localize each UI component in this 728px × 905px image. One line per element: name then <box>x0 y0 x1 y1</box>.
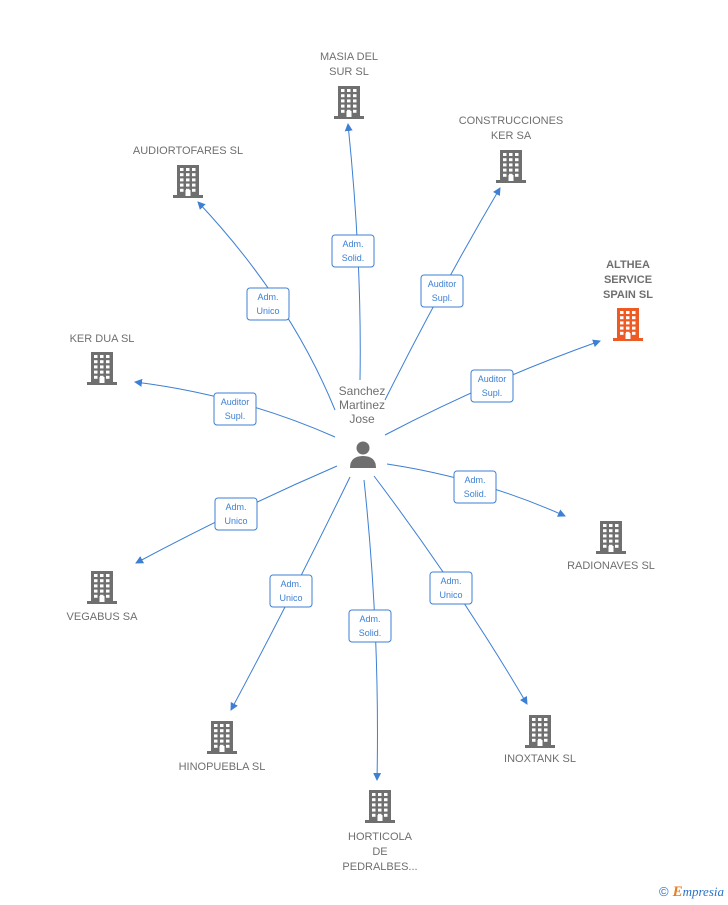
role-text: Supl. <box>225 411 246 421</box>
edges-layer: Adm.Solid.AuditorSupl.Adm.UnicoAuditorSu… <box>134 123 601 781</box>
company-name-line: PEDRALBES... <box>342 861 417 873</box>
role-text: Adm. <box>225 502 246 512</box>
role-text: Auditor <box>428 279 457 289</box>
company-label-radionaves[interactable]: RADIONAVES SL <box>567 560 655 572</box>
role-text: Adm. <box>280 579 301 589</box>
building-icon[interactable] <box>87 571 117 604</box>
role-text: Adm. <box>342 239 363 249</box>
building-icon[interactable] <box>365 790 395 823</box>
empresia-logo: ©Empresia <box>659 884 724 901</box>
building-icon[interactable] <box>525 715 555 748</box>
role-text: Unico <box>256 306 279 316</box>
role-text: Solid. <box>342 253 365 263</box>
role-text: Unico <box>224 516 247 526</box>
building-icon[interactable] <box>596 521 626 554</box>
copyright-symbol: © <box>658 884 669 899</box>
role-label-hinopuebla[interactable]: Adm. Unico <box>269 574 313 608</box>
role-label-horticola[interactable]: Adm. Solid. <box>348 609 392 643</box>
person-icon <box>350 441 376 468</box>
role-text: Auditor <box>478 374 507 384</box>
company-name-line: SPAIN SL <box>603 289 653 301</box>
company-label-horticola[interactable]: HORTICOLA DE PEDRALBES... <box>342 831 417 873</box>
company-name-line: DE <box>372 846 387 858</box>
company-name-line: KER DUA SL <box>70 333 135 345</box>
role-label-audiortofares[interactable]: Adm. Unico <box>246 287 290 321</box>
company-label-hinopuebla[interactable]: HINOPUEBLA SL <box>179 761 266 773</box>
company-label-inoxtank[interactable]: INOXTANK SL <box>504 753 576 765</box>
logo-brand-rest: mpresia <box>682 884 724 899</box>
person-name-line: Martinez <box>339 398 385 412</box>
role-text: Adm. <box>440 576 461 586</box>
building-icon[interactable] <box>207 721 237 754</box>
company-label-construcciones[interactable]: CONSTRUCCIONES KER SA <box>459 115 564 142</box>
building-icon[interactable] <box>496 150 526 183</box>
company-label-althea[interactable]: ALTHEA SERVICE SPAIN SL <box>603 259 653 301</box>
role-text: Adm. <box>359 614 380 624</box>
company-label-masia[interactable]: MASIA DEL SUR SL <box>320 51 378 78</box>
person-name-line: Jose <box>349 412 375 426</box>
role-text: Supl. <box>482 388 503 398</box>
company-name-line: VEGABUS SA <box>67 611 139 623</box>
company-name-line: SUR SL <box>329 66 369 78</box>
role-text: Unico <box>279 593 302 603</box>
company-label-vegabus[interactable]: VEGABUS SA <box>67 611 139 623</box>
company-name-line: HINOPUEBLA SL <box>179 761 266 773</box>
company-label-audiortofares[interactable]: AUDIORTOFARES SL <box>133 145 243 157</box>
company-name-line: SERVICE <box>604 274 652 286</box>
company-label-kerdua[interactable]: KER DUA SL <box>70 333 135 345</box>
building-icon-highlight[interactable] <box>613 308 643 341</box>
company-name-line: INOXTANK SL <box>504 753 576 765</box>
role-label-inoxtank[interactable]: Adm. Unico <box>429 571 473 605</box>
role-text: Solid. <box>464 489 487 499</box>
company-name-line: AUDIORTOFARES SL <box>133 145 243 157</box>
logo-letter-e: E <box>672 884 683 900</box>
company-name-line: ALTHEA <box>606 259 650 271</box>
role-text: Unico <box>439 590 462 600</box>
role-text: Auditor <box>221 397 250 407</box>
building-icon[interactable] <box>334 86 364 119</box>
role-text: Adm. <box>464 475 485 485</box>
role-label-masia[interactable]: Adm. Solid. <box>331 234 375 268</box>
role-label-vegabus[interactable]: Adm. Unico <box>214 497 258 531</box>
nodes-layer: MASIA DEL SUR SL CONSTRUCCIONES KER SA AUDIO… <box>67 51 655 873</box>
company-name-line: HORTICOLA <box>348 831 413 843</box>
company-name-line: RADIONAVES SL <box>567 560 655 572</box>
role-text: Solid. <box>359 628 382 638</box>
person-name-line: Sanchez <box>339 384 386 398</box>
company-name-line: KER SA <box>491 130 532 142</box>
role-text: Supl. <box>432 293 453 303</box>
company-name-line: MASIA DEL <box>320 51 378 63</box>
role-text: Adm. <box>257 292 278 302</box>
company-name-line: CONSTRUCCIONES <box>459 115 564 127</box>
building-icon[interactable] <box>173 165 203 198</box>
building-icon[interactable] <box>87 352 117 385</box>
role-label-radionaves[interactable]: Adm. Solid. <box>453 470 497 504</box>
